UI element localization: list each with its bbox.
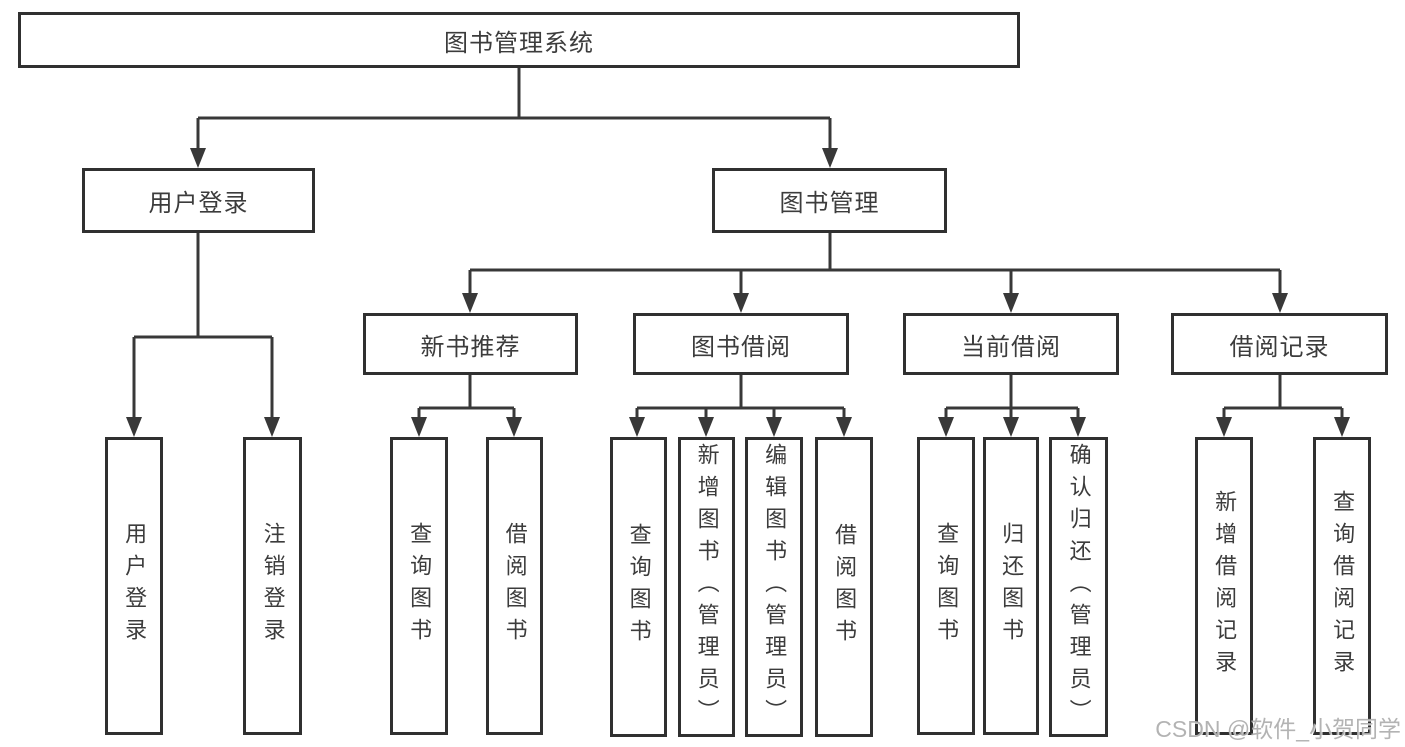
node-records: 借阅记录 bbox=[1171, 313, 1388, 375]
node-leaf-log-search-label: 查询借阅记录 bbox=[1330, 490, 1356, 682]
node-book-mgmt-label: 图书管理 bbox=[779, 190, 880, 217]
node-leaf-bor-borrow-label: 借阅图书 bbox=[832, 523, 858, 651]
node-borrow-label: 图书借阅 bbox=[691, 333, 791, 361]
node-leaf-rec-borrow: 借阅图书 bbox=[486, 437, 543, 735]
node-leaf-bor-add: 新增图书（管理员） bbox=[678, 437, 735, 737]
node-user-login: 用户登录 bbox=[82, 168, 315, 233]
node-leaf-bor-borrow: 借阅图书 bbox=[815, 437, 873, 737]
node-leaf-bor-add-label: 新增图书（管理员） bbox=[694, 443, 720, 731]
node-leaf-user-login: 用户登录 bbox=[105, 437, 163, 735]
node-current-label: 当前借阅 bbox=[961, 333, 1061, 361]
node-leaf-rec-search-label: 查询图书 bbox=[407, 522, 433, 650]
node-root-label: 图书管理系统 bbox=[444, 29, 594, 57]
node-leaf-cur-search: 查询图书 bbox=[917, 437, 975, 735]
node-leaf-user-login-label: 用户登录 bbox=[122, 522, 148, 650]
node-leaf-cur-confirm-label: 确认归还（管理员） bbox=[1066, 443, 1092, 731]
node-leaf-bor-search-label: 查询图书 bbox=[626, 523, 652, 651]
node-leaf-log-add-label: 新增借阅记录 bbox=[1212, 490, 1238, 682]
node-current: 当前借阅 bbox=[903, 313, 1119, 375]
node-leaf-cur-return-label: 归还图书 bbox=[999, 522, 1025, 650]
node-leaf-rec-search: 查询图书 bbox=[390, 437, 448, 735]
node-recommend: 新书推荐 bbox=[363, 313, 578, 375]
watermark: CSDN @软件_小贺同学 bbox=[1155, 716, 1401, 742]
node-leaf-bor-edit: 编辑图书（管理员） bbox=[745, 437, 803, 737]
node-leaf-log-search: 查询借阅记录 bbox=[1313, 437, 1371, 735]
node-recommend-label: 新书推荐 bbox=[420, 333, 521, 361]
node-leaf-log-add: 新增借阅记录 bbox=[1195, 437, 1253, 735]
node-leaf-logout-label: 注销登录 bbox=[260, 522, 286, 650]
node-leaf-logout: 注销登录 bbox=[243, 437, 302, 735]
node-user-login-label: 用户登录 bbox=[148, 190, 249, 217]
node-records-label: 借阅记录 bbox=[1229, 333, 1330, 361]
node-leaf-cur-search-label: 查询图书 bbox=[934, 522, 960, 650]
node-root: 图书管理系统 bbox=[18, 12, 1020, 68]
node-leaf-bor-edit-label: 编辑图书（管理员） bbox=[762, 443, 788, 731]
node-leaf-bor-search: 查询图书 bbox=[610, 437, 667, 737]
node-leaf-cur-return: 归还图书 bbox=[983, 437, 1039, 735]
node-leaf-cur-confirm: 确认归还（管理员） bbox=[1049, 437, 1108, 737]
node-book-mgmt: 图书管理 bbox=[712, 168, 947, 233]
node-borrow: 图书借阅 bbox=[633, 313, 849, 375]
node-leaf-rec-borrow-label: 借阅图书 bbox=[502, 522, 528, 650]
